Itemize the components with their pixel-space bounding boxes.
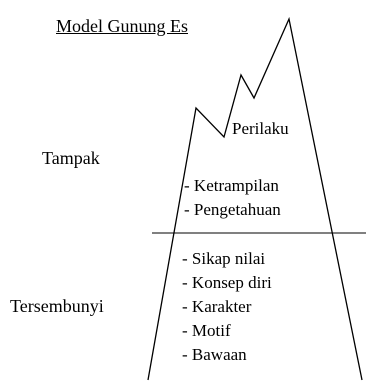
visible-section-label: Tampak	[42, 148, 100, 168]
visible-item-knowledge: - Pengetahuan	[184, 200, 281, 219]
hidden-item-motive: - Motif	[182, 321, 231, 340]
visible-item-skills: - Ketrampilan	[184, 176, 279, 195]
hidden-item-values: - Sikap nilai	[182, 249, 266, 268]
iceberg-shape	[147, 16, 363, 381]
hidden-item-innate: - Bawaan	[182, 345, 247, 364]
visible-item-behavior: Perilaku	[232, 119, 289, 138]
diagram-title: Model Gunung Es	[56, 16, 188, 36]
hidden-item-self-concept: - Konsep diri	[182, 273, 272, 292]
hidden-item-character: - Karakter	[182, 297, 252, 316]
hidden-section-label: Tersembunyi	[10, 296, 104, 316]
